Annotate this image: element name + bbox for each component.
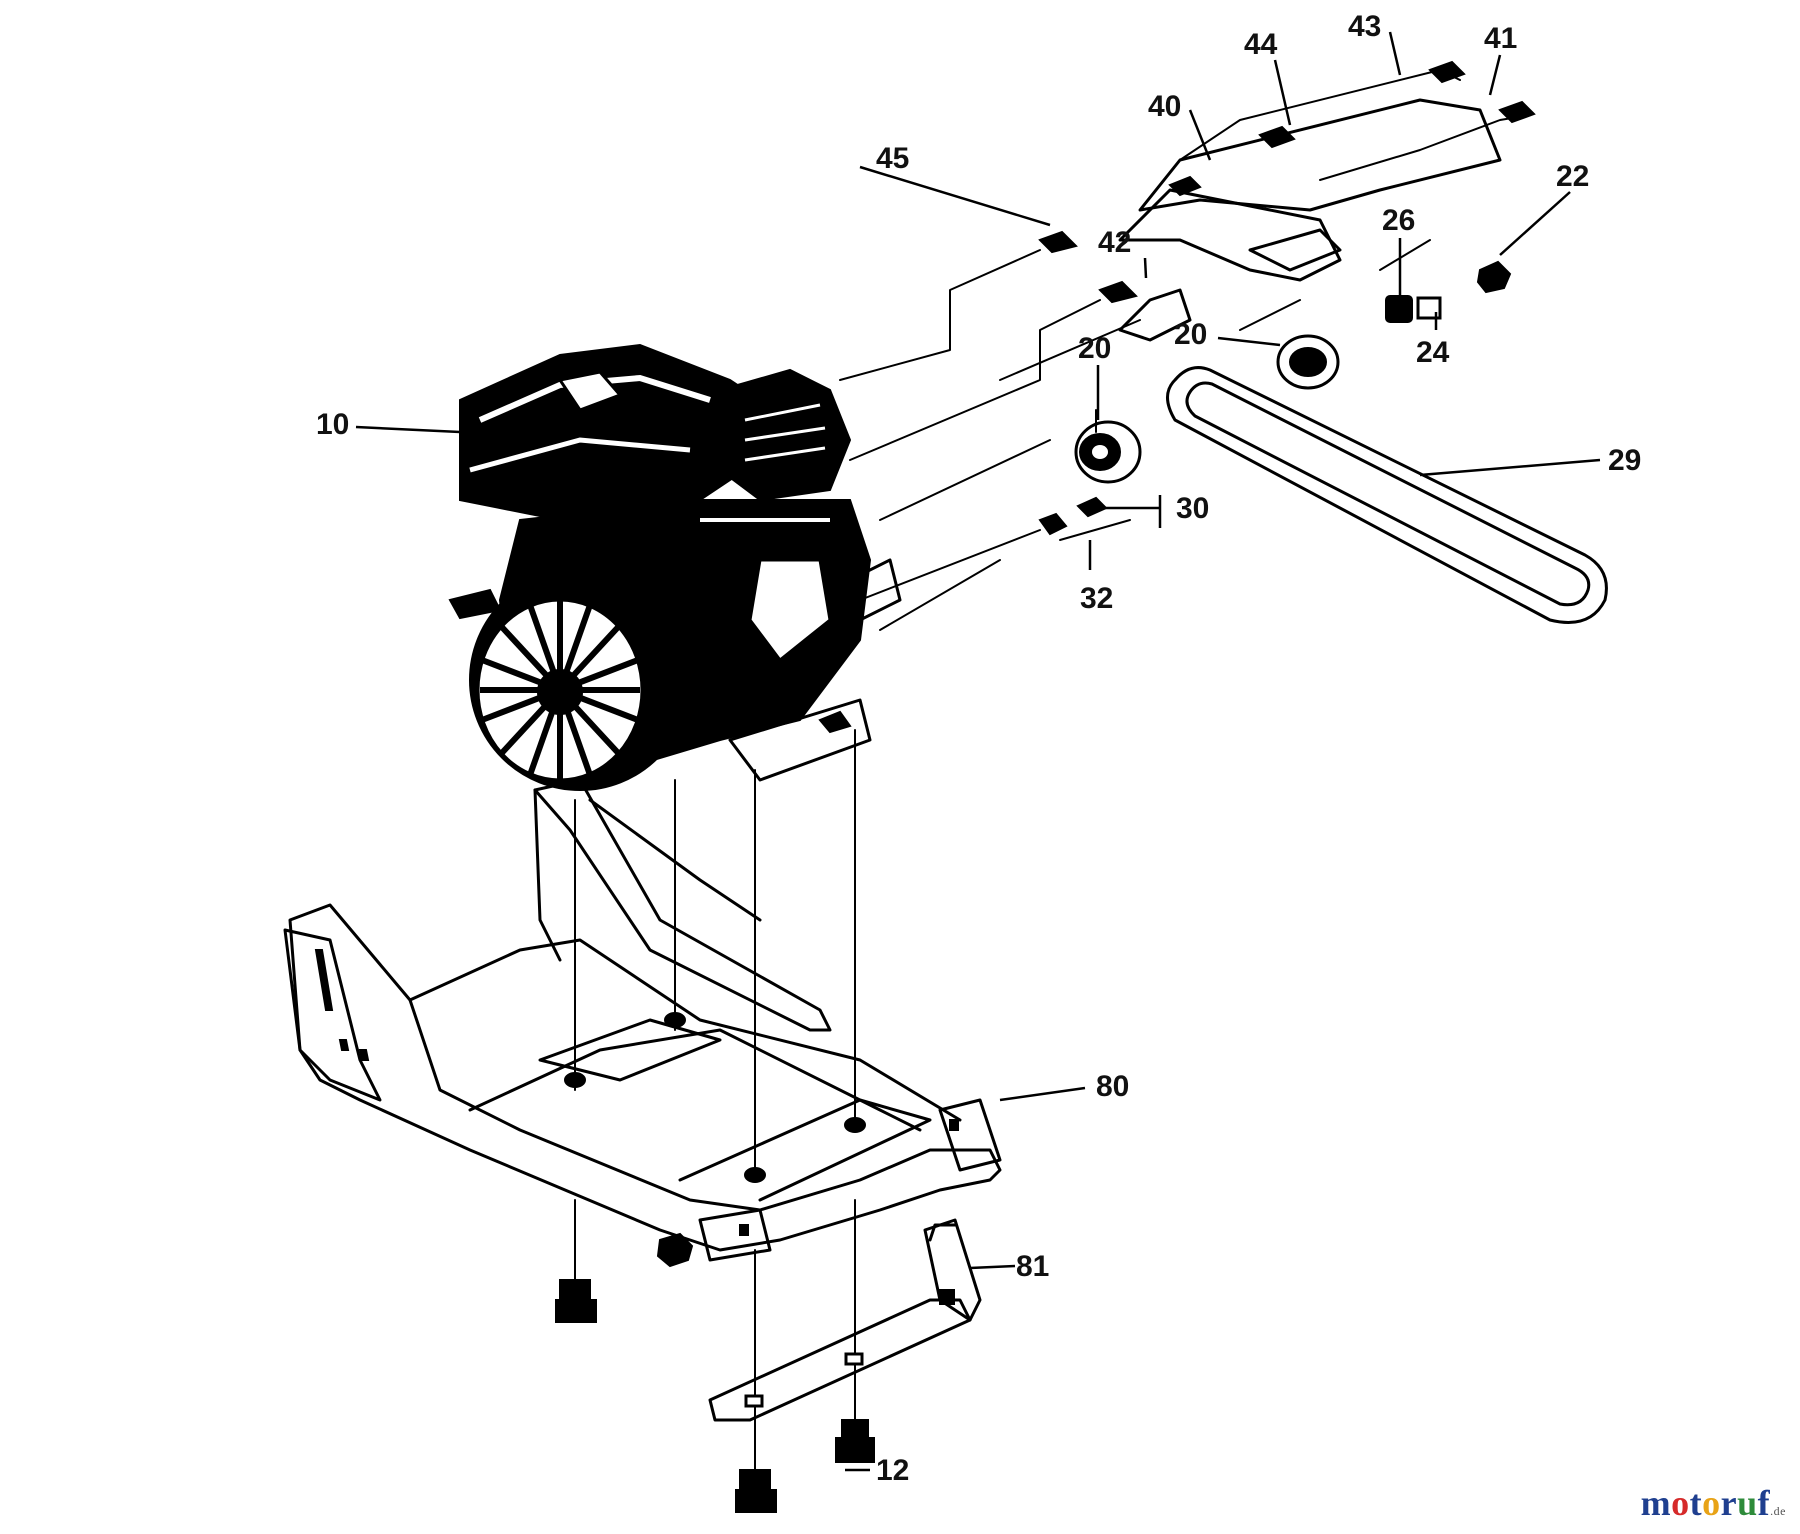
callout-43: 43 [1348,10,1381,43]
front-bracket [708,1218,982,1422]
logo-letter: m [1640,1483,1672,1523]
logo-letter: o [1671,1483,1690,1523]
pulley-upper [1276,334,1340,390]
callout-45: 45 [876,142,909,175]
upper-shaft-assembly [1038,60,1536,342]
logo-letter: f [1757,1483,1771,1523]
callout-22: 22 [1556,160,1589,193]
logo-letter: o [1702,1483,1721,1523]
callout-labels: 10 12 20 20 22 24 26 29 30 32 40 41 42 4… [316,10,1641,1487]
callout-42: 42 [1098,226,1131,259]
callout-80: 80 [1096,1070,1129,1103]
tensioner-30-32 [1038,496,1131,541]
mounting-bolts [555,729,875,1513]
callout-10: 10 [316,408,349,441]
logo-letter: r [1720,1483,1738,1523]
callout-40: 40 [1148,90,1181,123]
bolt-26 [1385,295,1442,323]
motoruf-logo: motoruf.de [1641,1482,1786,1524]
drive-belt [1166,366,1608,624]
nut-22 [1476,260,1512,294]
callout-12: 12 [876,1454,909,1487]
callout-81: 81 [1016,1250,1049,1283]
callout-44: 44 [1244,28,1278,61]
engine [448,343,902,791]
pulley-lower [1074,409,1142,484]
callout-20-left: 20 [1078,332,1111,365]
callout-26: 26 [1382,204,1415,237]
logo-suffix: .de [1770,1504,1786,1518]
logo-letter: t [1689,1483,1703,1523]
callout-32: 32 [1080,582,1113,615]
callout-20-right: 20 [1174,318,1207,351]
callout-30: 30 [1176,492,1209,525]
logo-wordmark: motoruf [1641,1483,1771,1523]
callout-leaders [355,31,1601,1472]
logo-letter: u [1737,1483,1758,1523]
callout-24: 24 [1416,336,1450,369]
callout-29: 29 [1608,444,1641,477]
base-frame [283,778,1002,1262]
assembly-lines [839,239,1431,631]
callout-41: 41 [1484,22,1517,55]
